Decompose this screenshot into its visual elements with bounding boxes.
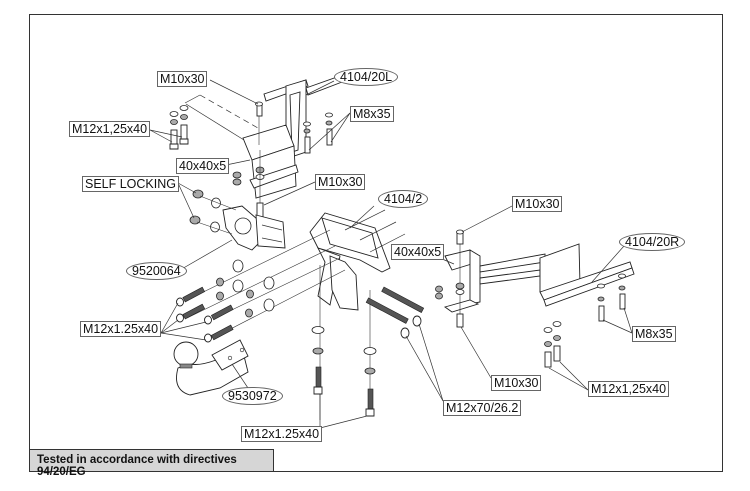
left-bracket-fasteners [169, 101, 333, 218]
part-label-4104-20L: 4104/20L [334, 68, 399, 86]
leader-lines [149, 79, 633, 429]
label-40x40x5-left: 40x40x5 [176, 158, 230, 174]
part-label-9530972: 9530972 [222, 387, 283, 405]
part-label-4104-2: 4104/2 [378, 190, 429, 208]
right-bracket-4104-20R [435, 229, 635, 368]
label-m12x1-25x40-ball: M12x1.25x40 [80, 321, 162, 337]
label-40x40x5-right: 40x40x5 [391, 244, 445, 260]
label-m10x30-top-left: M10x30 [157, 71, 208, 87]
label-m8x35-right: M8x35 [632, 326, 676, 342]
center-crossbar-4104-2 [309, 209, 406, 420]
label-m12x1-25x40-left: M12x1,25x40 [69, 121, 151, 137]
label-m10x30-right-lower: M10x30 [491, 375, 542, 391]
part-label-9520064: 9520064 [126, 262, 187, 280]
part-label-4104-20R: 4104/20R [619, 233, 686, 251]
bottom-bolts [311, 326, 377, 417]
socket-plate-9520064 [189, 189, 286, 251]
ball-neck-9530972 [173, 339, 249, 396]
label-m8x35-left: M8x35 [350, 106, 394, 122]
long-bolts [365, 286, 425, 339]
label-m12x1-25x40-right: M12x1,25x40 [588, 381, 670, 397]
ball-neck-bolts [176, 229, 346, 343]
label-m10x30-left-lower: M10x30 [315, 174, 366, 190]
label-self-locking: SELF LOCKING [82, 176, 179, 192]
label-m12x70-26-2: M12x70/26.2 [443, 400, 522, 416]
label-m10x30-right-top: M10x30 [512, 196, 563, 212]
diagram-frame [29, 14, 723, 472]
left-bracket-4104-20L [184, 75, 343, 199]
certification-footer: Tested in accordance with directives 94/… [29, 449, 274, 478]
label-m12x1-25x40-bottom: M12x1.25x40 [241, 426, 323, 442]
